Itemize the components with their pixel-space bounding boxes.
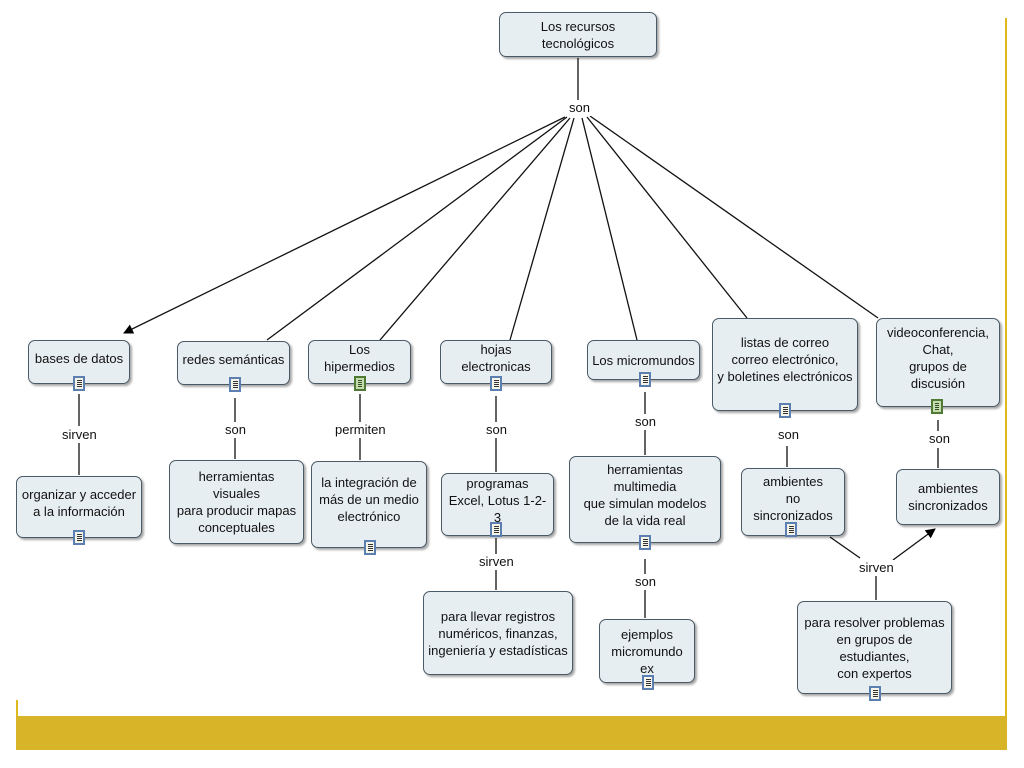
- label-son-micro: son: [633, 414, 658, 430]
- label-son-hojas: son: [484, 422, 509, 438]
- document-icon[interactable]: [639, 535, 651, 550]
- frame-border-left: [16, 700, 18, 720]
- footer-band: [16, 716, 1007, 750]
- document-icon[interactable]: [869, 686, 881, 701]
- node-integracion[interactable]: la integración de más de un medio electr…: [311, 461, 427, 548]
- document-icon[interactable]: [779, 403, 791, 418]
- link-son-redes: [266, 116, 568, 341]
- link-son-listas: [586, 116, 748, 319]
- link-son-hipermedios: [379, 117, 571, 341]
- label-son-video: son: [927, 431, 952, 447]
- node-resolver-problemas[interactable]: para resolver problemas en grupos de est…: [797, 601, 952, 694]
- link-son-bases: [123, 116, 566, 334]
- label-sirven-ambientes: sirven: [857, 560, 896, 576]
- node-herramientas-visuales[interactable]: herramientas visuales para producir mapa…: [169, 460, 304, 544]
- node-registros[interactable]: para llevar registros numéricos, finanza…: [423, 591, 573, 675]
- document-icon[interactable]: [639, 372, 651, 387]
- document-icon[interactable]: [229, 377, 241, 392]
- media-icon[interactable]: [354, 376, 366, 391]
- document-icon[interactable]: [490, 376, 502, 391]
- label-son-micro2: son: [633, 574, 658, 590]
- label-son-top: son: [567, 100, 592, 116]
- link-son-hojas: [509, 117, 575, 341]
- label-sirven-bases: sirven: [60, 427, 99, 443]
- label-son-redes: son: [223, 422, 248, 438]
- document-icon[interactable]: [785, 522, 797, 537]
- label-sirven-programas: sirven: [477, 554, 516, 570]
- node-herramientas-multimedia[interactable]: herramientas multimedia que simulan mode…: [569, 456, 721, 543]
- document-icon[interactable]: [364, 540, 376, 555]
- link-son-video: [589, 115, 879, 319]
- node-ejemplos[interactable]: ejemplos micromundo ex: [599, 619, 695, 683]
- link-nosinc-sirven: [829, 536, 861, 559]
- node-listas-de-correo[interactable]: listas de correo correo electrónico, y b…: [712, 318, 858, 411]
- media-icon[interactable]: [931, 399, 943, 414]
- node-videoconferencia[interactable]: videoconferencia, Chat, grupos de discus…: [876, 318, 1000, 407]
- document-icon[interactable]: [642, 675, 654, 690]
- document-icon[interactable]: [73, 530, 85, 545]
- link-sirven-sinc: [892, 528, 936, 561]
- node-organizar[interactable]: organizar y acceder a la información: [16, 476, 142, 538]
- document-icon[interactable]: [73, 376, 85, 391]
- label-son-listas: son: [776, 427, 801, 443]
- document-icon[interactable]: [490, 522, 502, 537]
- link-son-micromundos: [581, 117, 638, 341]
- node-recursos-tecnologicos[interactable]: Los recursos tecnológicos: [499, 12, 657, 57]
- node-sincronizados[interactable]: ambientes sincronizados: [896, 469, 1000, 525]
- label-permiten: permiten: [333, 422, 388, 438]
- frame-border-right: [1005, 18, 1007, 718]
